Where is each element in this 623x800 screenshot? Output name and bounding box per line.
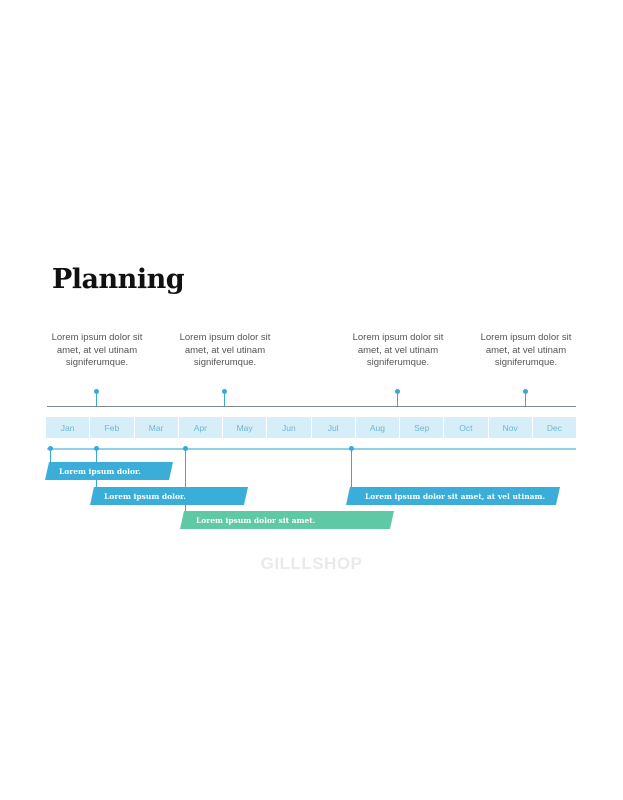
task-stem-1 bbox=[50, 449, 51, 463]
month-jun: Jun bbox=[267, 417, 311, 438]
milestone-note-2: Lorem ipsum dolor sit amet, at vel utina… bbox=[179, 332, 271, 368]
task-stem-3 bbox=[185, 449, 186, 512]
task-bar-4: Lorem ipsum dolor sit amet, at vel utina… bbox=[346, 487, 560, 505]
task-dot-4 bbox=[349, 446, 354, 451]
task-bar-label: Lorem ipsum dolor sit amet, at vel utina… bbox=[365, 491, 546, 501]
milestone-note-1: Lorem ipsum dolor sit amet, at vel utina… bbox=[51, 332, 143, 368]
task-baseline bbox=[47, 448, 576, 450]
task-dot-1 bbox=[48, 446, 53, 451]
task-bar-2: Lorem ipsum dolor. bbox=[90, 487, 248, 505]
task-dot-2 bbox=[94, 446, 99, 451]
milestone-stem-4 bbox=[525, 392, 526, 406]
milestone-dot-3 bbox=[395, 389, 400, 394]
month-dec: Dec bbox=[532, 417, 576, 438]
milestone-note-3: Lorem ipsum dolor sit amet, at vel utina… bbox=[352, 332, 444, 368]
month-nov: Nov bbox=[488, 417, 532, 438]
month-jul: Jul bbox=[311, 417, 355, 438]
month-oct: Oct bbox=[444, 417, 488, 438]
month-mar: Mar bbox=[134, 417, 178, 438]
month-sep: Sep bbox=[400, 417, 444, 438]
task-bar-label: Lorem ipsum dolor sit amet. bbox=[196, 515, 316, 525]
milestone-stem-1 bbox=[96, 392, 97, 406]
milestone-dot-4 bbox=[523, 389, 528, 394]
month-jan: Jan bbox=[46, 417, 90, 438]
milestone-note-4: Lorem ipsum dolor sit amet, at vel utina… bbox=[480, 332, 572, 368]
task-bar-label: Lorem ipsum dolor. bbox=[104, 491, 186, 501]
page-title: Planning bbox=[52, 264, 185, 295]
milestone-dot-1 bbox=[94, 389, 99, 394]
milestone-stem-2 bbox=[224, 392, 225, 406]
month-band: Jan Feb Mar Apr May Jun Jul Aug Sep Oct … bbox=[46, 417, 576, 438]
month-aug: Aug bbox=[355, 417, 399, 438]
task-bar-label: Lorem ipsum dolor. bbox=[59, 466, 141, 476]
timeline-axis bbox=[47, 406, 576, 407]
task-dot-3 bbox=[183, 446, 188, 451]
month-apr: Apr bbox=[178, 417, 222, 438]
task-bar-3: Lorem ipsum dolor sit amet. bbox=[180, 511, 394, 529]
task-stem-4 bbox=[351, 449, 352, 487]
watermark: GILLLSHOP bbox=[260, 554, 363, 573]
task-bar-1: Lorem ipsum dolor. bbox=[45, 462, 173, 480]
month-feb: Feb bbox=[90, 417, 134, 438]
month-may: May bbox=[223, 417, 267, 438]
milestone-dot-2 bbox=[222, 389, 227, 394]
milestone-stem-3 bbox=[397, 392, 398, 406]
